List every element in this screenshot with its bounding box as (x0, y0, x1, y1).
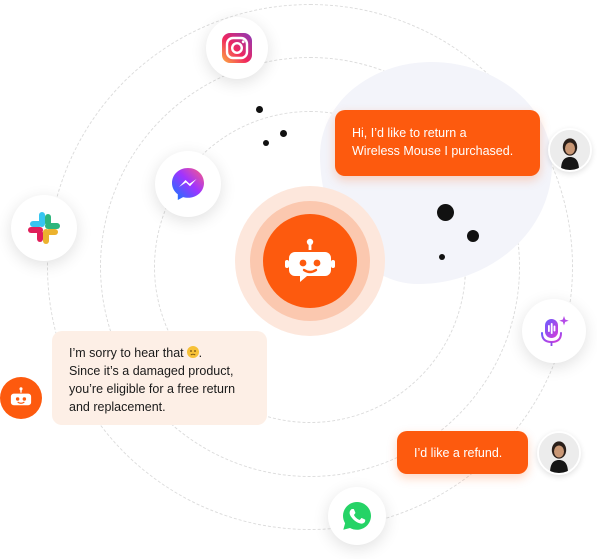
message-line: Wireless Mouse I purchased. (352, 144, 514, 158)
slack-icon (28, 212, 60, 244)
user-avatar (537, 431, 581, 475)
decor-dot (280, 130, 287, 137)
robot-icon (10, 387, 32, 406)
messenger-channel[interactable] (155, 151, 221, 217)
whatsapp-channel[interactable] (328, 487, 386, 545)
bot-message-bubble: I’m sorry to hear that. Since it’s a dam… (52, 331, 267, 425)
user-avatar (548, 128, 592, 172)
orbit-ring-outer (47, 4, 573, 530)
decor-dot (256, 106, 263, 113)
robot-icon (285, 238, 335, 282)
user-message-bubble: I’d like a refund. (397, 431, 528, 474)
instagram-icon (222, 33, 252, 63)
decor-dot (439, 254, 445, 260)
voice-assistant-channel[interactable] (522, 299, 586, 363)
disappointed-face-icon (186, 346, 199, 358)
slack-channel[interactable] (11, 195, 77, 261)
orbit-ring-middle (100, 57, 520, 477)
decor-dot (467, 230, 479, 242)
message-line: Since it’s a damaged product, (69, 364, 234, 378)
message-line: you’re eligible for a free return (69, 382, 236, 396)
person-avatar-icon (539, 433, 579, 473)
whatsapp-icon (343, 502, 371, 530)
decor-dot (263, 140, 269, 146)
messenger-icon (172, 168, 204, 200)
user-message-bubble: Hi, I’d like to return a Wireless Mouse … (335, 110, 540, 176)
message-line: I’m sorry to hear that (69, 346, 184, 360)
voice-mic-icon (541, 316, 569, 346)
message-line: I’d like a refund. (414, 446, 503, 460)
message-line: and replacement. (69, 400, 166, 414)
instagram-channel[interactable] (206, 17, 268, 79)
central-bot-hub (263, 214, 357, 308)
decor-dot (437, 204, 454, 221)
person-avatar-icon (550, 130, 590, 170)
message-line: Hi, I’d like to return a (352, 126, 467, 140)
bot-avatar (0, 377, 42, 419)
